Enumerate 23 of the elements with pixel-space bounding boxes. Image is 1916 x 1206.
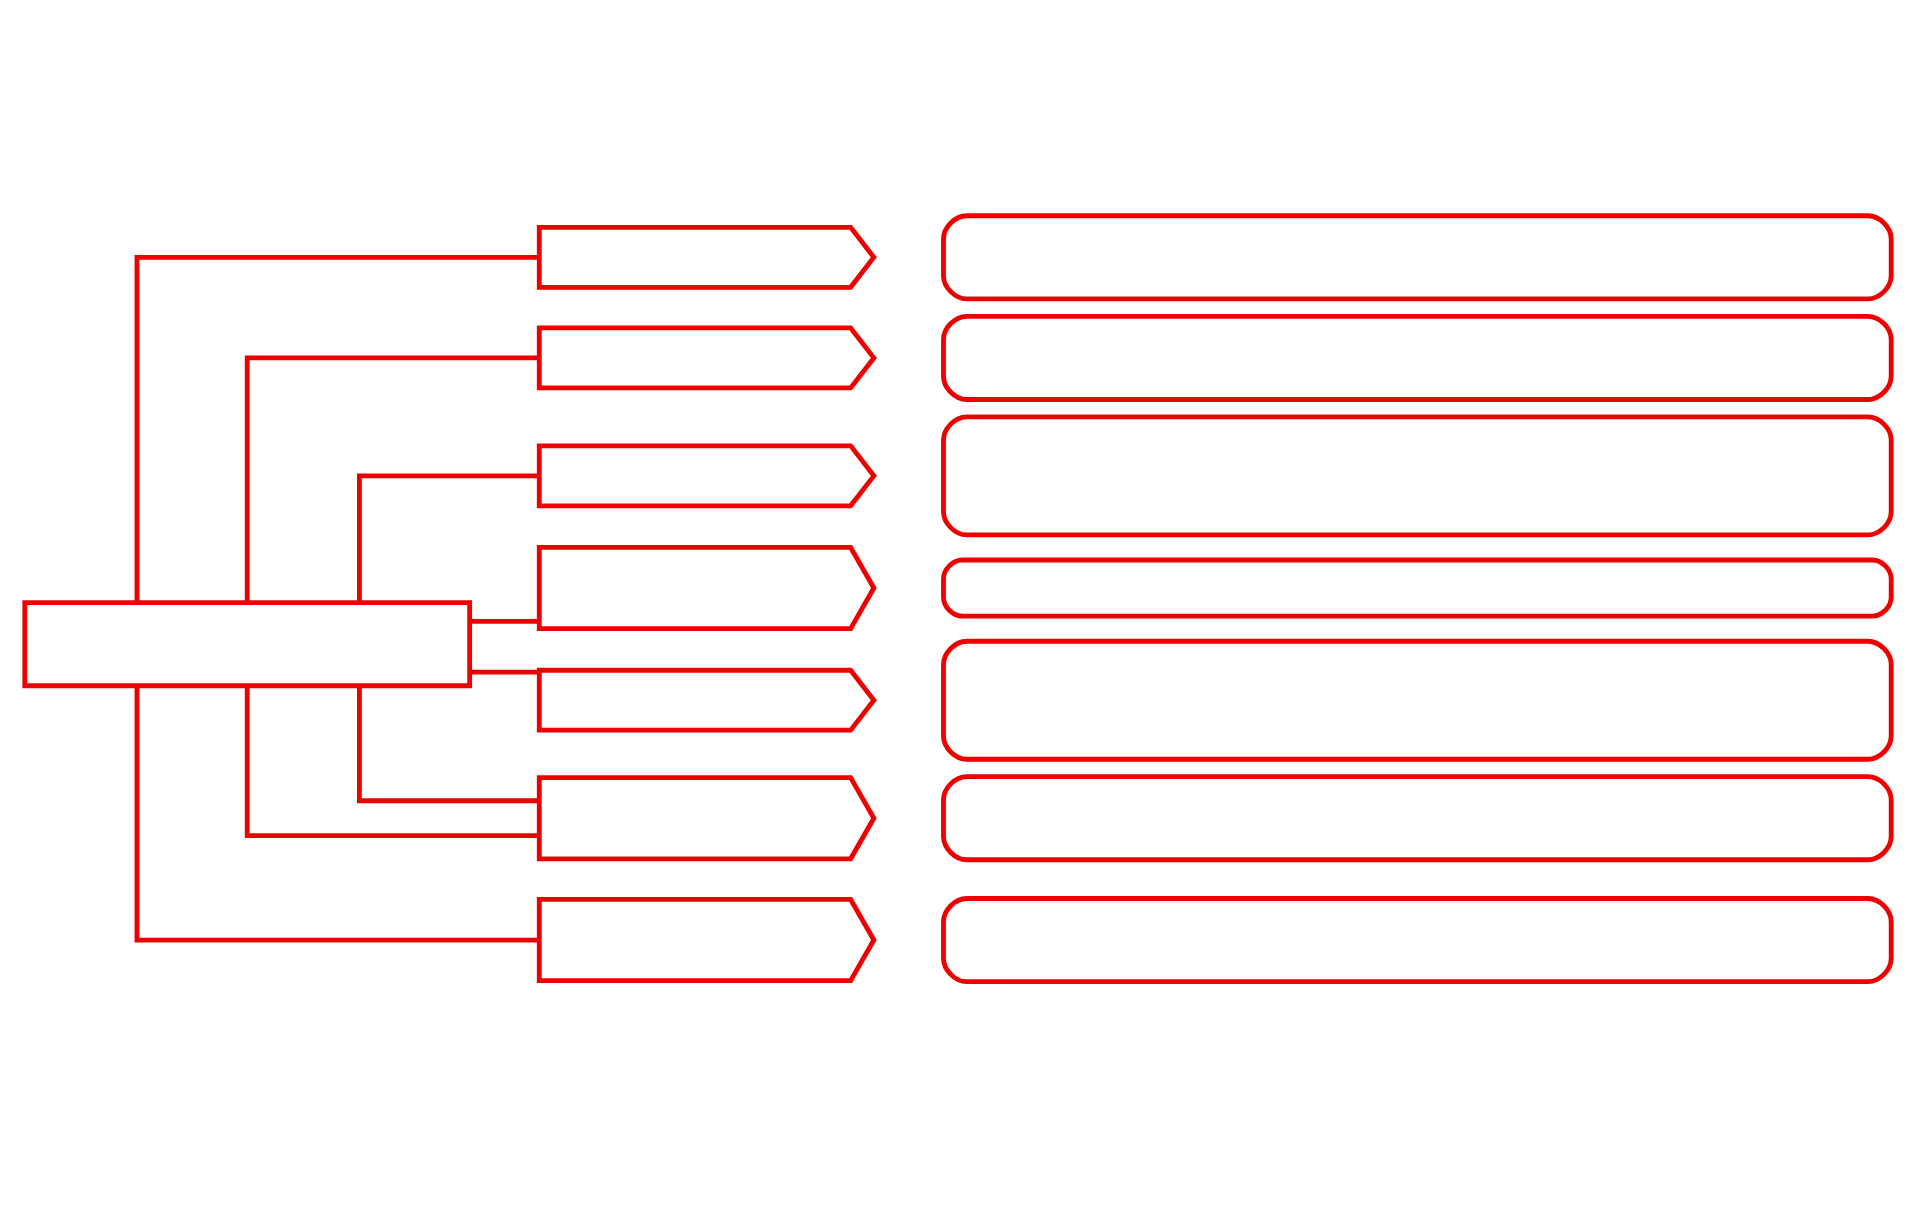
node-box <box>941 773 1894 862</box>
node-box <box>941 556 1894 618</box>
node-box <box>22 599 473 688</box>
node-box <box>941 637 1894 761</box>
connector <box>134 684 539 942</box>
connector <box>357 685 540 803</box>
node-pentagon <box>536 223 877 289</box>
connector <box>470 668 539 674</box>
node-pentagon <box>536 666 877 732</box>
connector <box>134 253 539 601</box>
connector <box>244 354 539 602</box>
node-pentagon <box>536 442 877 508</box>
connector <box>357 472 540 602</box>
node-box <box>941 895 1894 984</box>
node-box <box>941 413 1894 537</box>
connector <box>244 685 539 837</box>
connector <box>470 618 539 623</box>
node-pentagon <box>536 774 877 861</box>
node-pentagon <box>536 896 877 983</box>
node-box <box>941 312 1894 401</box>
node-pentagon <box>536 324 877 390</box>
node-box <box>941 212 1894 301</box>
node-pentagon <box>536 544 877 631</box>
